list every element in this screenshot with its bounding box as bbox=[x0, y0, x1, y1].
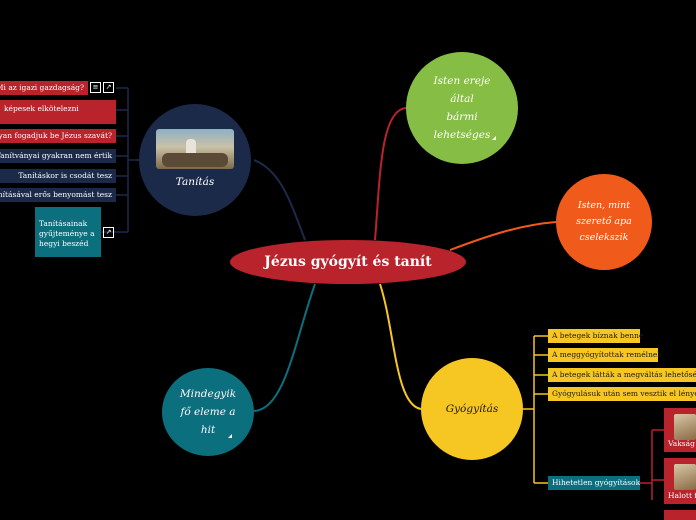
gyogyitas-item[interactable]: A meggyógyítottak remélnek bbox=[548, 348, 662, 362]
tanitas-item[interactable]: Tanítványai gyakran nem értik bbox=[0, 149, 116, 163]
thumb-image bbox=[674, 414, 696, 440]
hit-line: Mindegyik bbox=[179, 388, 237, 400]
tanitas-item-hegyi-beszed[interactable]: Tanításainak gyűjteménye a hegyi beszéd bbox=[35, 207, 101, 257]
central-topic[interactable]: Jézus gyógyít és tanít bbox=[230, 240, 466, 284]
expand-corner-icon[interactable] bbox=[492, 136, 496, 140]
tanitas-item[interactable]: képesek elkötelezni bbox=[0, 100, 116, 124]
isten-ereje-line: Isten ereje bbox=[433, 75, 491, 87]
thumb-more[interactable] bbox=[664, 510, 696, 520]
isten-ereje-line: bármi bbox=[446, 111, 478, 123]
tanitas-branch bbox=[101, 87, 139, 233]
link-gyogyitas bbox=[379, 283, 422, 410]
link-isten-apa bbox=[449, 221, 557, 251]
topic-isten-ereje[interactable]: Isten ereje által bármi lehetséges bbox=[406, 52, 518, 164]
thumb-halott[interactable]: Halott fe bbox=[664, 458, 696, 504]
gyogyitas-item[interactable]: A betegek látták a megváltás lehetőségét bbox=[548, 368, 696, 382]
hit-line: hit bbox=[200, 424, 216, 436]
note-icon[interactable]: ≡ bbox=[90, 82, 101, 93]
thumb-image bbox=[674, 464, 696, 490]
hihetetlen-branch bbox=[640, 429, 664, 500]
isten-apa-line: Isten, mint bbox=[577, 200, 631, 211]
link-hit bbox=[253, 283, 316, 412]
gyogyitas-branch bbox=[523, 335, 548, 484]
expand-corner-icon[interactable] bbox=[228, 434, 232, 438]
tanitas-label: Tanítás bbox=[175, 176, 215, 188]
topic-tanitas[interactable]: Tanítás bbox=[139, 104, 251, 216]
link-icon[interactable]: ↗ bbox=[103, 82, 114, 93]
topic-gyogyitas[interactable]: Gyógyítás bbox=[421, 358, 523, 460]
hit-line: fő eleme a bbox=[180, 406, 236, 418]
topic-hit[interactable]: Mindegyik fő eleme a hit bbox=[162, 368, 254, 456]
gyogyitas-hihetetlen[interactable]: Hihetetlen gyógyítások bbox=[548, 476, 640, 490]
isten-ereje-line: által bbox=[450, 93, 474, 105]
tanitas-item[interactable]: Mi az igazi gazdagság? bbox=[0, 81, 88, 95]
link-isten-ereje bbox=[374, 107, 407, 241]
thumb-vaksag[interactable]: Vakság g bbox=[664, 408, 696, 452]
isten-ereje-line: lehetséges bbox=[433, 129, 491, 141]
isten-apa-line: cselekszik bbox=[579, 232, 629, 243]
tanitas-item[interactable]: Tanításával erős benyomást tesz bbox=[0, 188, 116, 202]
gyogyitas-item[interactable]: A betegek bíznak benne bbox=[548, 329, 643, 343]
tanitas-item[interactable]: Tanításkor is csodát tesz bbox=[0, 169, 116, 183]
central-topic-label: Jézus gyógyít és tanít bbox=[264, 254, 432, 270]
link-tanitas bbox=[253, 159, 306, 241]
gyogyitas-item[interactable]: Gyógyulásuk után sem vesztik el lényeglá… bbox=[548, 387, 696, 401]
isten-apa-line: szerető apa bbox=[576, 216, 632, 227]
link-icon[interactable]: ↗ bbox=[103, 227, 114, 238]
tanitas-item[interactable]: gyan fogadjuk be Jézus szavát? bbox=[0, 129, 116, 143]
gyogyitas-label: Gyógyítás bbox=[445, 403, 499, 415]
topic-isten-apa[interactable]: Isten, mint szerető apa cselekszik bbox=[556, 174, 652, 270]
tanitas-image bbox=[156, 129, 234, 169]
